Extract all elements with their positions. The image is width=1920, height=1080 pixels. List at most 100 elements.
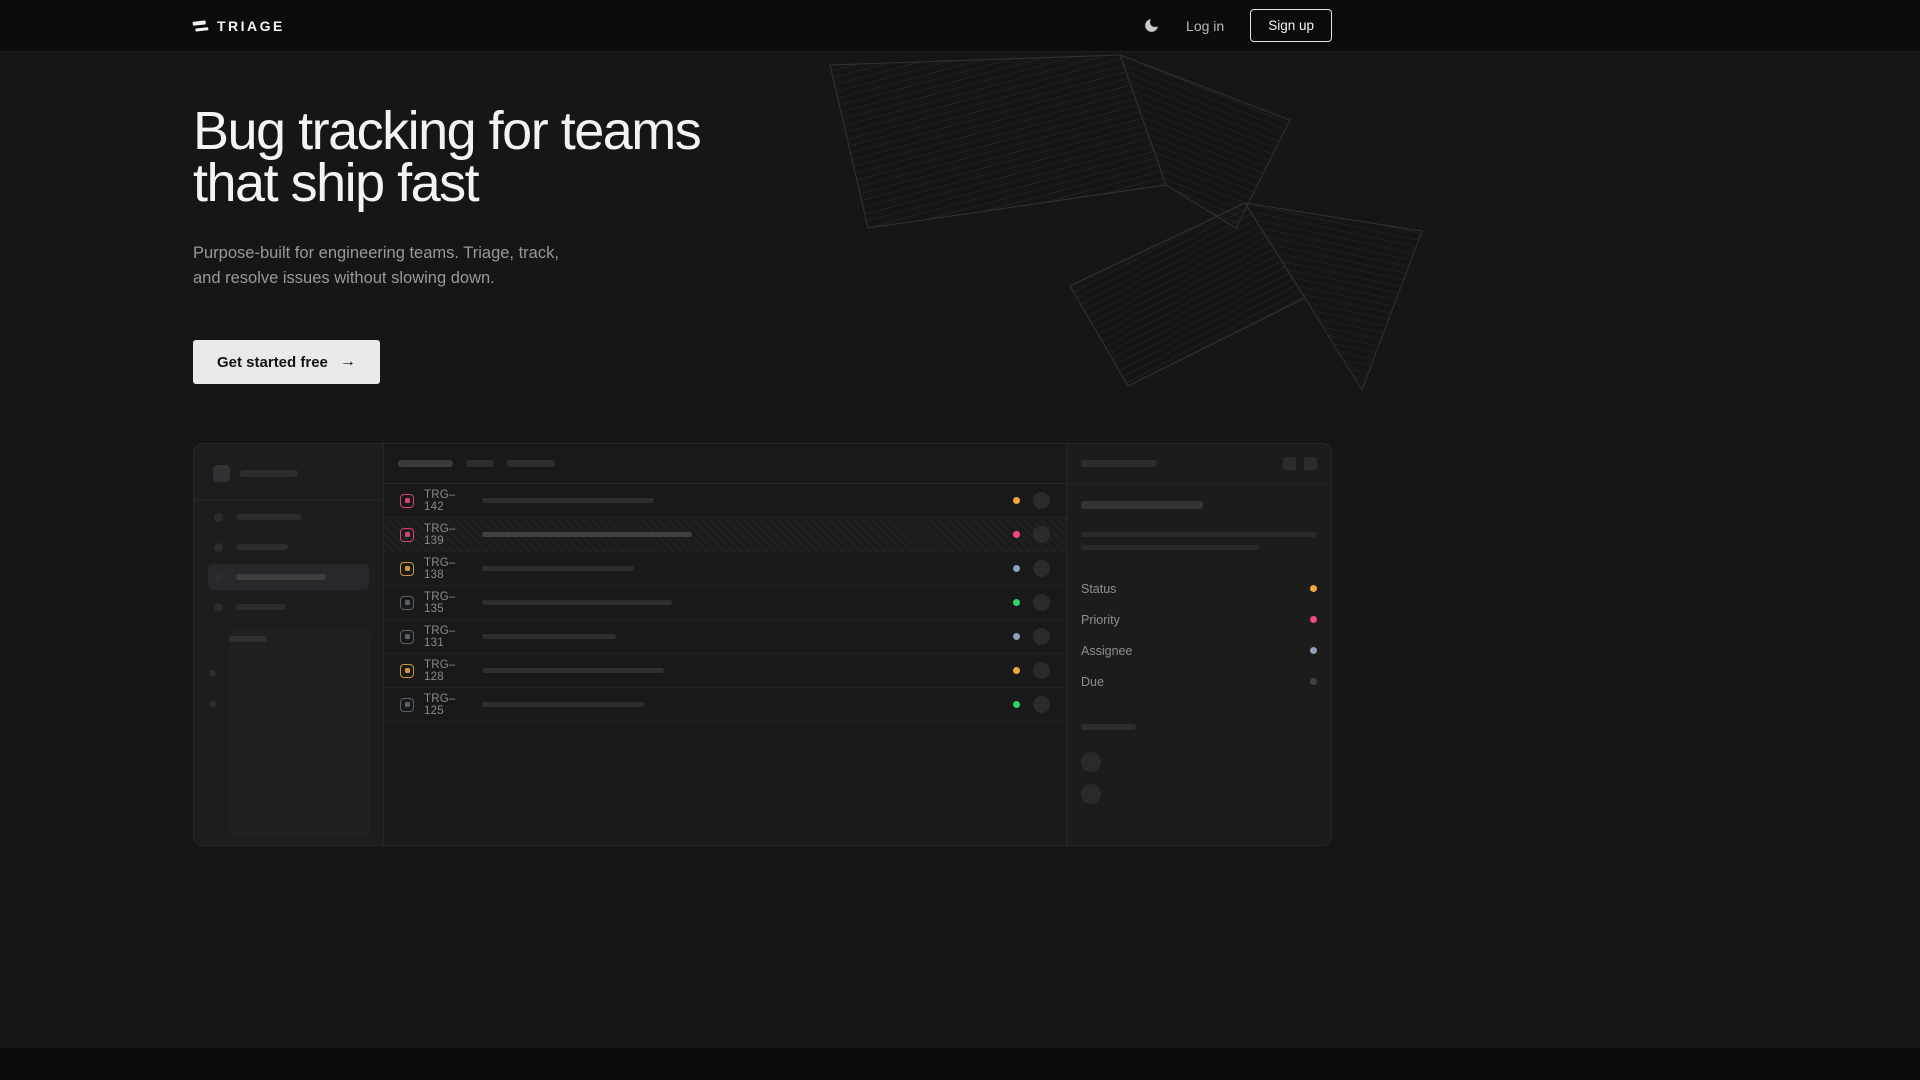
status-dot	[1013, 497, 1020, 504]
status-dot	[1013, 701, 1020, 708]
issue-list-panel: TRG–142 TRG–139 TRG–138	[384, 444, 1067, 845]
sidebar-section-skeleton	[229, 636, 267, 642]
hero-title-line1: Bug tracking for teams	[193, 101, 702, 161]
assignee-avatar-skeleton	[1033, 662, 1050, 679]
field-label: Due	[1081, 674, 1104, 689]
issue-row: TRG–142	[384, 484, 1066, 518]
sidebar-item-icon-skeleton	[214, 602, 223, 612]
mockup-sidebar	[194, 444, 384, 845]
status-dot	[1013, 531, 1020, 538]
footer	[0, 1048, 1920, 1080]
priority-icon	[400, 527, 414, 542]
divider	[194, 499, 383, 500]
hero-section: Bug tracking for teams that ship fast Pu…	[193, 52, 1332, 384]
detail-text-skeleton	[1081, 532, 1317, 537]
issue-detail-panel: Status Priority Assignee Due	[1067, 444, 1331, 845]
issue-id: TRG–135	[424, 590, 456, 615]
assignee-avatar-skeleton	[1033, 696, 1050, 713]
assignee-value-dot	[1310, 647, 1317, 654]
issue-id: TRG–138	[424, 556, 456, 581]
issue-row: TRG–125	[384, 688, 1066, 722]
workspace-switcher-skeleton	[208, 465, 369, 482]
field-row-status: Status	[1081, 573, 1317, 604]
assignee-avatar-skeleton	[1033, 560, 1050, 577]
tab-skeleton-active	[398, 460, 453, 467]
detail-header-skeleton	[1067, 444, 1331, 484]
detail-section-skeleton	[1081, 724, 1136, 730]
issue-title-skeleton	[482, 566, 634, 571]
field-label: Priority	[1081, 612, 1120, 627]
sidebar-item-skeleton-active	[208, 564, 369, 590]
detail-action-skeleton	[1304, 457, 1317, 470]
priority-icon	[400, 561, 414, 576]
status-dot	[1013, 667, 1020, 674]
issue-title-skeleton	[482, 532, 692, 537]
issue-title-skeleton	[482, 634, 616, 639]
brand-name: TRIAGE	[217, 17, 285, 34]
priority-icon	[400, 697, 414, 712]
issue-row: TRG–138	[384, 552, 1066, 586]
detail-text-skeleton	[1081, 545, 1261, 550]
status-dot	[1013, 633, 1020, 640]
priority-icon	[400, 595, 414, 610]
theme-toggle-button[interactable]	[1143, 17, 1160, 34]
sidebar-item-icon-skeleton	[214, 572, 223, 582]
sidebar-item-skeleton	[208, 594, 369, 620]
tab-skeleton	[466, 460, 494, 467]
issue-id: TRG–139	[424, 522, 456, 547]
moon-icon	[1145, 19, 1158, 32]
detail-title-skeleton	[1081, 501, 1203, 509]
brand-logo[interactable]: TRIAGE	[192, 17, 285, 34]
list-header-skeleton	[384, 444, 1066, 484]
sidebar-item-label-skeleton	[236, 544, 288, 550]
sidebar-item-label-skeleton	[236, 514, 302, 520]
sidebar-item-icon-skeleton	[214, 542, 223, 552]
issue-title-skeleton	[482, 668, 664, 673]
issue-id: TRG–131	[424, 624, 456, 649]
sidebar-dot-skeleton	[209, 700, 216, 707]
issue-id: TRG–125	[424, 692, 456, 717]
field-row-due: Due	[1081, 666, 1317, 697]
sidebar-dots	[208, 670, 369, 707]
workspace-name-skeleton	[240, 470, 298, 477]
signup-button[interactable]: Sign up	[1250, 9, 1332, 42]
arrow-right-icon: →	[339, 353, 356, 370]
priority-icon	[400, 493, 414, 508]
comment-avatar-skeleton	[1081, 752, 1101, 772]
sidebar-item-skeleton	[208, 504, 369, 530]
issue-title-skeleton	[482, 600, 672, 605]
issue-title-skeleton	[482, 498, 654, 503]
issue-row: TRG–128	[384, 654, 1066, 688]
sidebar-item-skeleton	[208, 534, 369, 560]
hero-subtitle: Purpose-built for engineering teams. Tri…	[193, 244, 559, 287]
login-link[interactable]: Log in	[1186, 17, 1225, 34]
cta-label: Get started free	[217, 353, 328, 371]
sidebar-item-icon-skeleton	[214, 512, 223, 522]
priority-icon	[400, 629, 414, 644]
issue-id: TRG–128	[424, 658, 456, 683]
status-value-dot	[1310, 585, 1317, 592]
triage-logo-icon	[192, 19, 209, 32]
assignee-avatar-skeleton	[1033, 492, 1050, 509]
priority-icon	[400, 663, 414, 678]
sidebar-subpanel	[229, 630, 370, 837]
issue-row: TRG–135	[384, 586, 1066, 620]
issue-row: TRG–131	[384, 620, 1066, 654]
sidebar-item-label-skeleton	[236, 574, 326, 580]
get-started-button[interactable]: Get started free →	[193, 340, 380, 384]
hero-title: Bug tracking for teams that ship fast	[193, 104, 1332, 210]
status-dot	[1013, 565, 1020, 572]
issue-row-selected: TRG–139	[384, 518, 1066, 552]
workspace-avatar-skeleton	[213, 465, 230, 482]
comment-avatar-skeleton	[1081, 784, 1101, 804]
top-nav: TRIAGE Log in Sign up	[0, 0, 1920, 52]
field-row-priority: Priority	[1081, 604, 1317, 635]
tab-skeleton	[507, 460, 555, 467]
due-value-dot	[1310, 678, 1317, 685]
hero-title-line2: that ship fast	[193, 153, 480, 213]
assignee-avatar-skeleton	[1033, 628, 1050, 645]
assignee-avatar-skeleton	[1033, 526, 1050, 543]
field-label: Assignee	[1081, 643, 1133, 658]
product-mockup: TRG–142 TRG–139 TRG–138	[193, 443, 1332, 846]
